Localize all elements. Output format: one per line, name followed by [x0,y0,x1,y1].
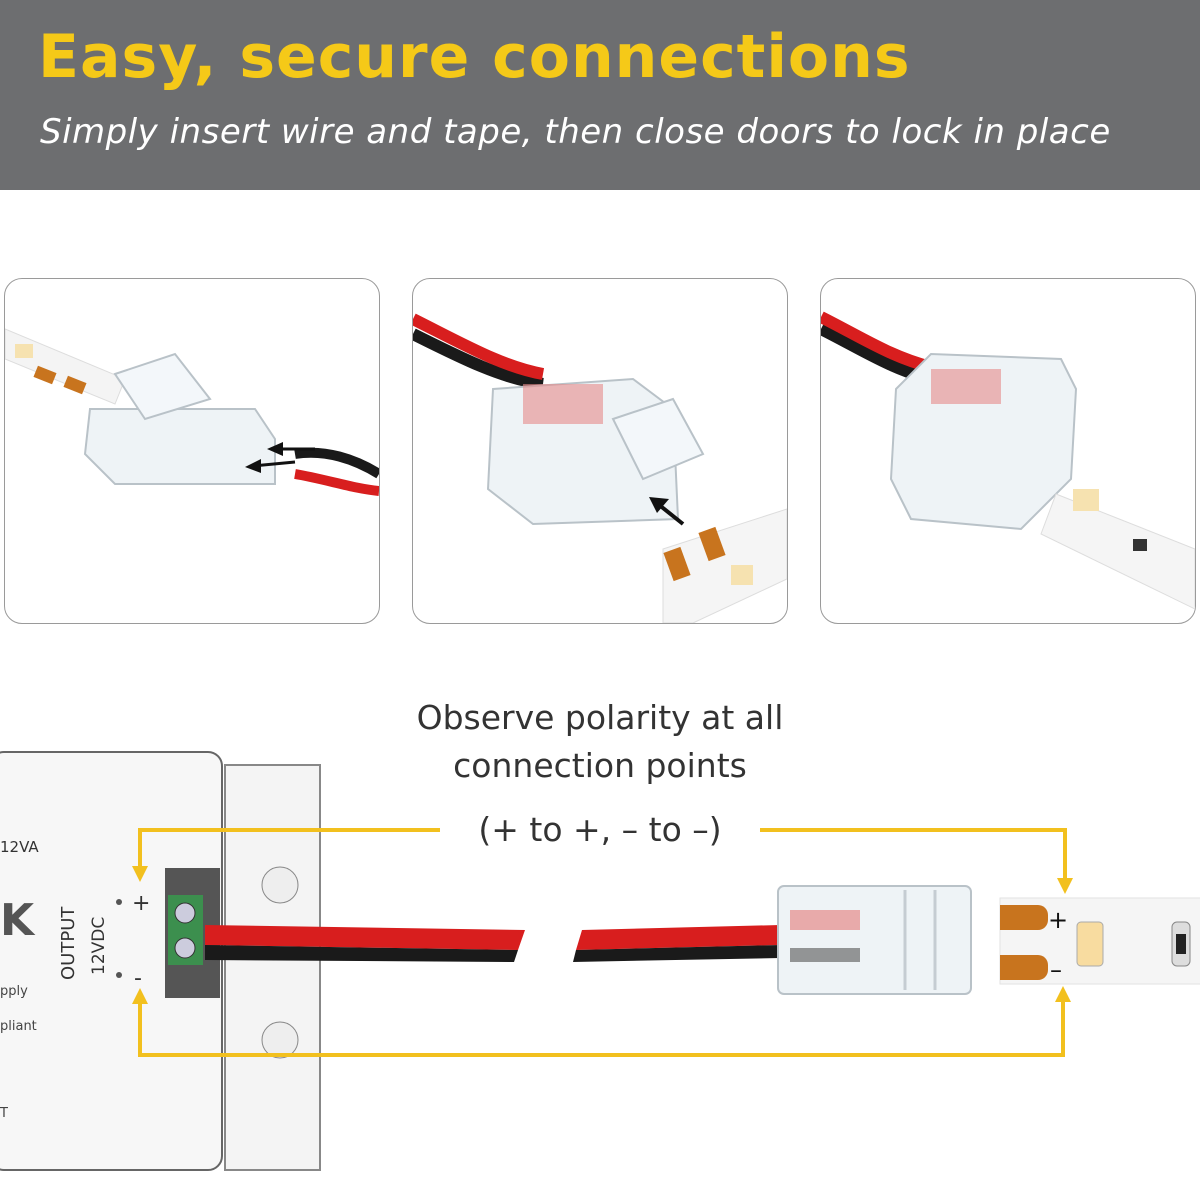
label-fragment: T [0,1106,8,1121]
headline: Easy, secure connections [38,22,911,92]
connector-body [83,408,276,485]
insert-wire-illustration [5,328,379,496]
output-label: OUTPUT [58,906,79,980]
strip-connector [777,885,972,995]
positive-pad [1000,905,1048,930]
plus-arrow-right [760,828,1067,882]
arrow-down-icon [1057,878,1073,894]
wire-red [294,469,379,496]
power-supply: 12VA K pply pliant T OUTPUT 12VDC + - [0,751,321,1171]
voltage-label: 12VDC [89,917,109,975]
led-chip [15,344,33,358]
arrow-up-icon [132,988,148,1004]
strip-minus-label: – [1050,956,1062,984]
minus-arrow-line [138,998,1065,1057]
label-fragment: pply [0,984,28,999]
strip-plus-label: + [1048,906,1068,934]
arrow-icon [656,502,685,526]
plus-arrow-left [138,828,440,870]
resistor [1176,934,1186,954]
wire-black [294,447,379,479]
plus-terminal-label: + [132,891,150,916]
led-strip: + – [999,897,1200,985]
step-panel-insert-tape [412,278,788,624]
power-supply-body [0,751,223,1171]
rating-label: 12VA [0,838,39,856]
minus-terminal-label: - [134,966,142,991]
polarity-note-line1: Observe polarity at all [416,698,784,737]
connector-door-open [611,397,705,481]
logo-fragment: K [0,895,36,946]
negative-pad [1000,955,1048,980]
wire-pair [205,925,780,962]
step-panel-insert-wire [4,278,380,624]
closed-connector-illustration [821,311,1195,610]
header-banner: Easy, secure connections Simply insert w… [0,0,1200,190]
mounting-bracket [224,764,321,1171]
label-fragment: pliant [0,1019,37,1034]
polarity-note-line2: connection points [453,746,747,785]
insert-tape-illustration [413,313,787,623]
led-chip [1076,921,1104,967]
connector-door-open [113,352,212,421]
subheadline: Simply insert wire and tape, then close … [40,112,1111,152]
arrow-up-icon [1055,986,1071,1002]
polarity-rule: (+ to +, – to –) [478,810,722,849]
arrow-down-icon [132,866,148,882]
step-panel-closed-connector [820,278,1196,624]
polarity-arrows [138,828,1067,1057]
wiring-diagram: 12VA K pply pliant T OUTPUT 12VDC + - + … [0,751,1200,1171]
